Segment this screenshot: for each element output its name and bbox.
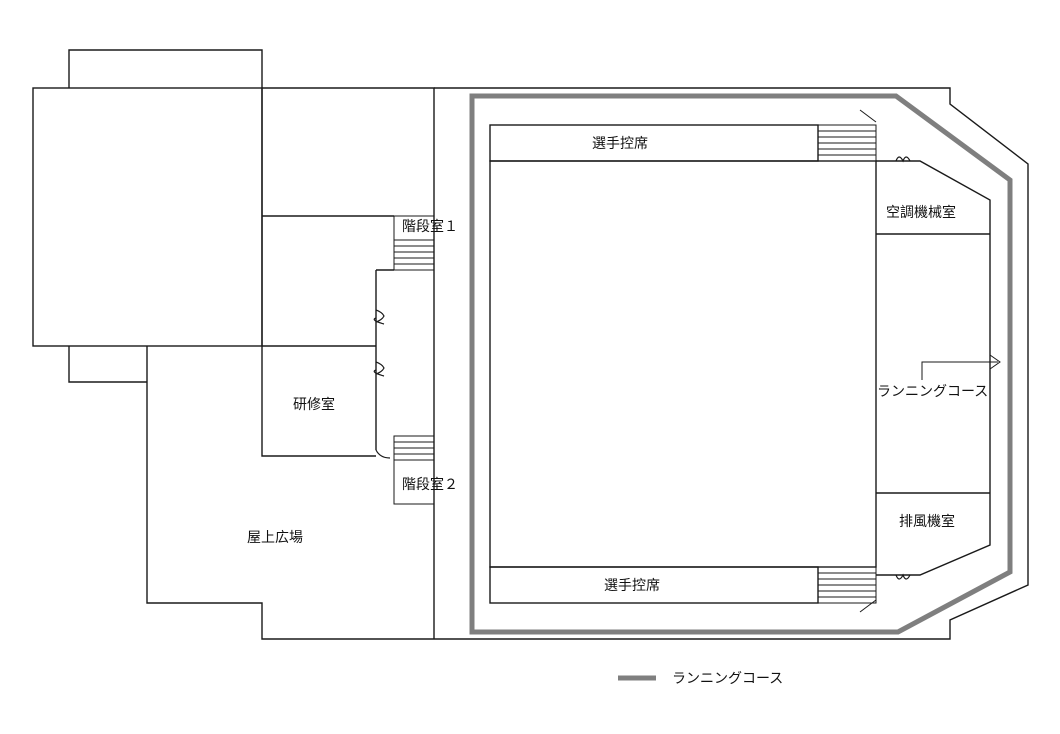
stair-1 <box>393 215 435 271</box>
label-ac-machine-room: 空調機械室 <box>886 204 956 221</box>
right-rooms <box>859 109 991 613</box>
label-stair2: 階段室２ <box>402 476 458 493</box>
label-rooftop-plaza: 屋上広場 <box>247 530 303 546</box>
label-exhaust-machine-room: 排風機室 <box>899 513 955 530</box>
legend-label: ランニングコース <box>672 671 783 687</box>
arena-outline <box>434 87 1029 640</box>
label-stair1: 階段室１ <box>402 218 458 235</box>
player-bench-top <box>489 124 877 162</box>
label-training-room: 研修室 <box>293 396 335 413</box>
legend: ランニングコース <box>618 671 783 687</box>
door-symbols-left <box>373 309 391 459</box>
left-building <box>32 49 435 640</box>
label-running-course: ランニングコース <box>877 384 988 400</box>
running-course-arrow <box>921 354 1001 380</box>
player-bench-bottom <box>489 566 877 604</box>
label-player-bench-bottom: 選手控席 <box>604 578 660 594</box>
label-player-bench-top: 選手控席 <box>592 136 648 152</box>
arena-floor <box>489 160 877 568</box>
stair-2 <box>393 435 435 505</box>
running-course <box>469 93 1013 635</box>
door-symbols-right <box>895 156 911 580</box>
